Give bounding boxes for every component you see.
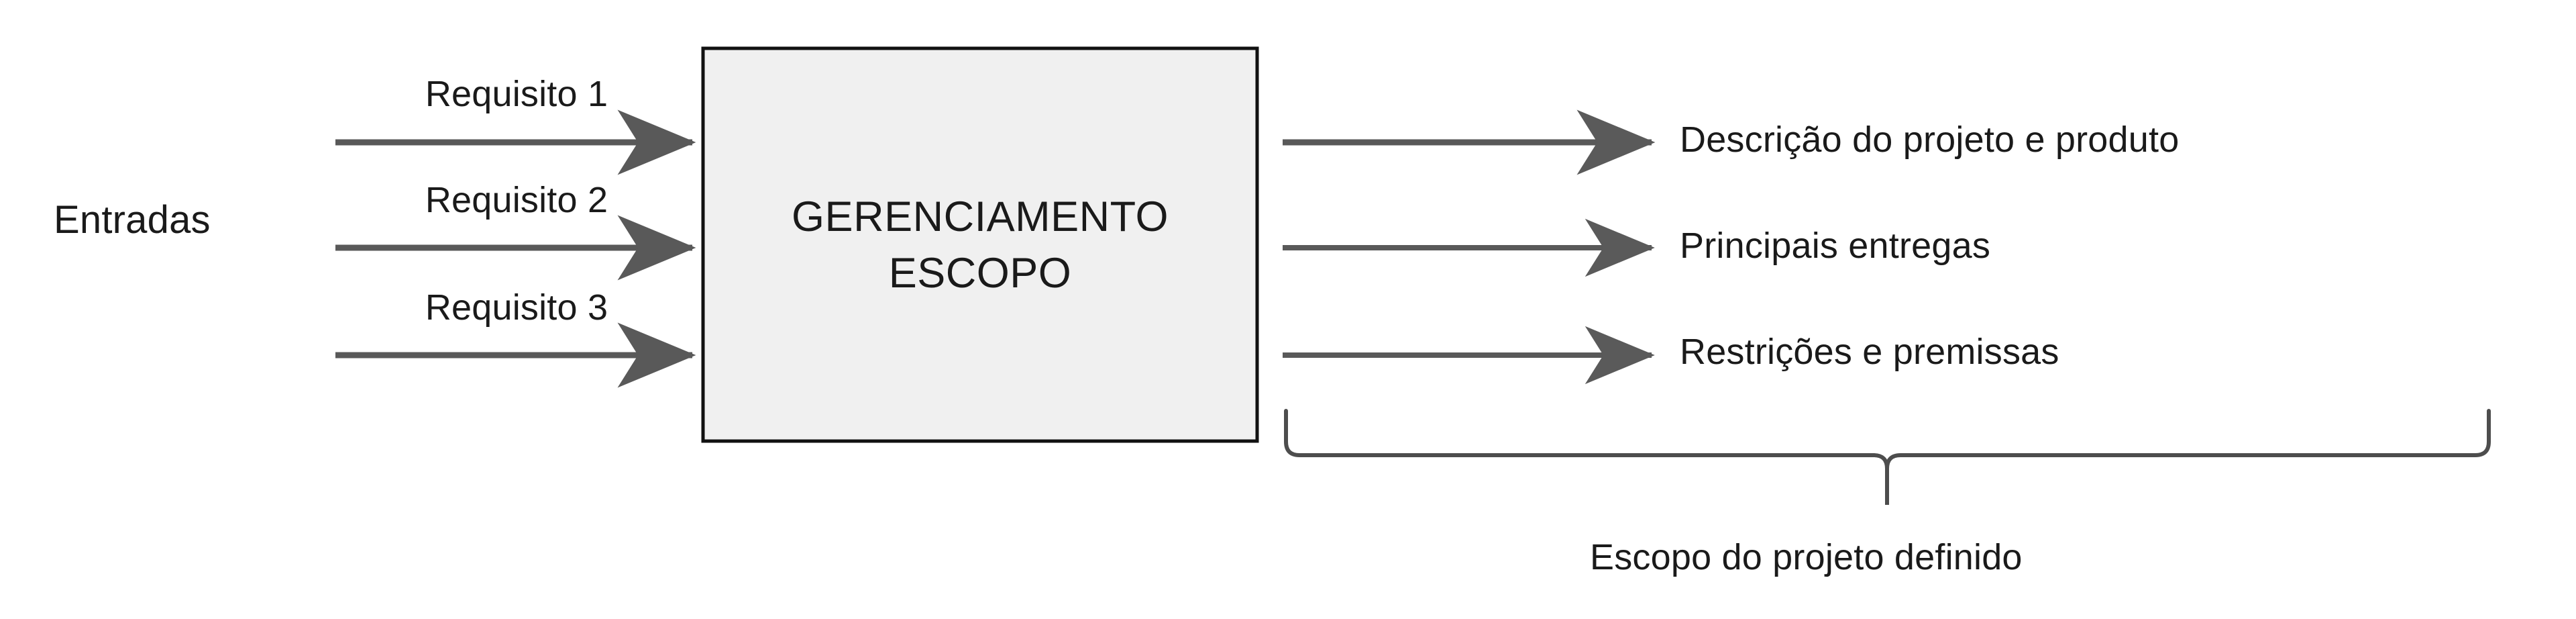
output-item-label-1: Descrição do projeto e produto [1680,120,2180,160]
scope-brace [1284,409,2491,505]
process-box [701,46,1259,443]
process-box-title-line-2: ESCOPO [888,249,1072,297]
input-group-label: Entradas [54,198,211,242]
output-item-label-3: Restrições e premissas [1680,332,2059,372]
process-box-title: GERENCIAMENTO ESCOPO [703,48,1257,441]
input-item-label-2: Requisito 2 [425,180,608,220]
process-box-title-line-1: GERENCIAMENTO [792,193,1169,240]
input-item-label-1: Requisito 1 [425,74,608,114]
input-item-label-3: Requisito 3 [425,287,608,328]
output-item-label-2: Principais entregas [1680,226,1991,266]
scope-brace-caption: Escopo do projeto definido [1590,537,2023,577]
